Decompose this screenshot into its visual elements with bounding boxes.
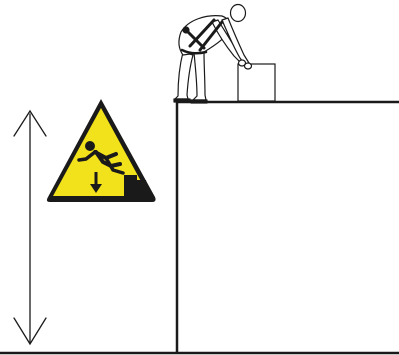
platform-edge	[177, 102, 399, 353]
fall-hazard-warning-icon	[47, 99, 156, 202]
box-icon	[238, 64, 275, 101]
height-arrow-icon	[14, 111, 46, 344]
